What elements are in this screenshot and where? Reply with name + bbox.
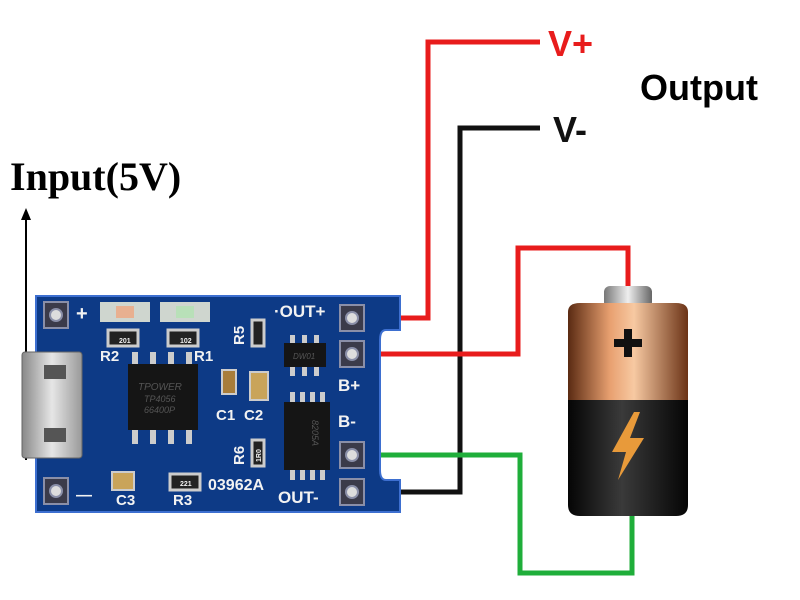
wire-out-minus bbox=[352, 125, 540, 495]
capacitor-c3 bbox=[111, 471, 135, 491]
silk-r6: R6 bbox=[231, 446, 248, 465]
silk-r1: R1 bbox=[194, 348, 213, 365]
micro-usb-connector bbox=[21, 351, 83, 459]
silk-b-minus: B- bbox=[338, 412, 356, 431]
r3-code: 221 bbox=[180, 481, 192, 488]
silk-plus: + bbox=[76, 303, 88, 325]
output-label: Output bbox=[640, 67, 758, 108]
silk-r3: R3 bbox=[173, 492, 192, 509]
resistor-r3 bbox=[168, 472, 202, 492]
chip-lot: 66400P bbox=[144, 405, 175, 415]
8205a-chip: 8205A bbox=[284, 392, 330, 480]
silk-c2: C2 bbox=[244, 407, 263, 424]
lightning-icon bbox=[612, 412, 644, 480]
silk-b-plus: B+ bbox=[338, 376, 360, 395]
battery bbox=[568, 286, 688, 516]
plus-icon bbox=[614, 329, 642, 357]
tp4056-chip: TPOWER TP4056 66400P bbox=[128, 352, 198, 444]
battery-terminal bbox=[604, 286, 652, 308]
resistor-r5 bbox=[250, 318, 266, 348]
chip-model: TP4056 bbox=[144, 394, 176, 404]
r6-code: 1R0 bbox=[256, 449, 263, 462]
silk-minus: — bbox=[76, 487, 92, 504]
r2-code: 201 bbox=[119, 338, 131, 345]
input-label: Input(5V) bbox=[10, 154, 181, 199]
silk-r2: R2 bbox=[100, 348, 119, 365]
wire-battery-plus bbox=[352, 245, 631, 357]
capacitor-c2 bbox=[249, 371, 269, 401]
output-pads bbox=[339, 304, 365, 506]
dw01-chip: DW01 bbox=[284, 335, 326, 376]
dw01-marking: DW01 bbox=[293, 352, 315, 361]
silk-c1: C1 bbox=[216, 407, 235, 424]
silk-c3: C3 bbox=[116, 492, 135, 509]
silk-r5: R5 bbox=[231, 326, 248, 345]
silk-board-id: 03962A bbox=[208, 477, 264, 494]
wire-out-plus bbox=[352, 39, 540, 321]
resistor-r1 bbox=[166, 328, 200, 348]
v-minus-label: V- bbox=[553, 109, 587, 150]
wire-battery-minus bbox=[352, 452, 635, 576]
capacitor-c1 bbox=[221, 369, 237, 395]
8205a-marking: 8205A bbox=[310, 420, 320, 446]
v-plus-label: V+ bbox=[548, 23, 593, 64]
tp4056-board: 102 201 221 1R0 TPOWER TP4056 66400P DW0… bbox=[21, 295, 401, 513]
silk-out-plus: ·OUT+ bbox=[274, 302, 326, 321]
silk-out-minus: OUT- bbox=[278, 488, 319, 507]
resistor-r2 bbox=[106, 328, 140, 348]
mounting-pads bbox=[43, 301, 69, 505]
r1-code: 102 bbox=[180, 338, 192, 345]
chip-brand: TPOWER bbox=[138, 382, 182, 393]
resistor-r6 bbox=[250, 438, 266, 468]
